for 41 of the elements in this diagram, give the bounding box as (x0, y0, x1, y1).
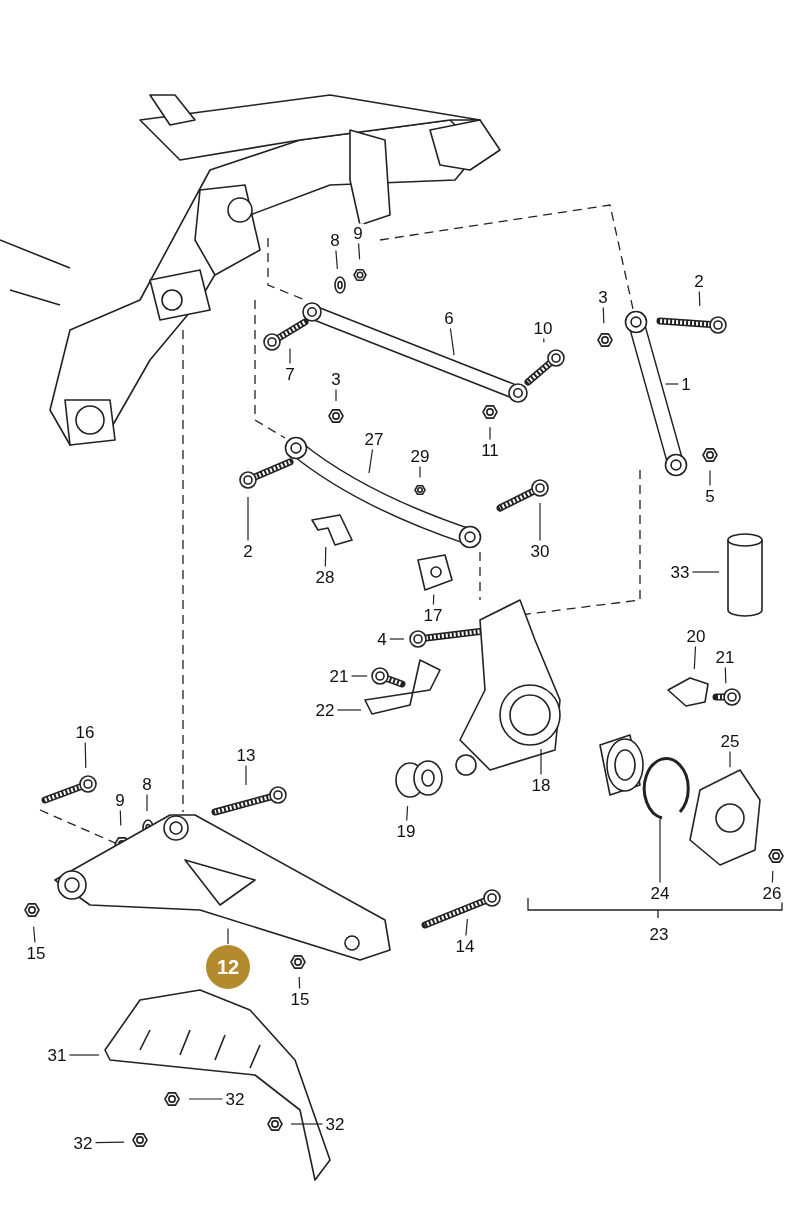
leader-line (68, 1054, 100, 1056)
leader-line (659, 818, 661, 884)
leader-line (664, 383, 679, 385)
leader-line (693, 645, 697, 670)
leader-line (289, 347, 291, 365)
leader-line (335, 388, 337, 402)
leader-line (94, 1141, 125, 1144)
leader-line (188, 1098, 224, 1100)
leader-line (539, 502, 541, 542)
leader-line (543, 337, 545, 343)
leader-line (709, 469, 711, 487)
leader-line (368, 448, 374, 474)
leader-line (602, 306, 605, 324)
leader-line (324, 546, 327, 568)
leader-line (389, 638, 405, 640)
leader-line (298, 976, 301, 990)
callout-badge: 12 (206, 945, 250, 989)
leader-line (419, 465, 421, 478)
leader-line (247, 496, 249, 542)
leader-line (691, 571, 720, 573)
leader-line (698, 290, 701, 307)
leader-line (358, 242, 361, 260)
leader-line (84, 741, 87, 769)
leader-line (540, 748, 542, 776)
leader-line (771, 870, 774, 884)
leader-line (33, 926, 36, 944)
leader-line (119, 809, 122, 827)
leader-line (336, 709, 362, 711)
leader-line (489, 426, 491, 441)
leader-line (465, 918, 468, 937)
leader-line (729, 750, 731, 768)
leader-line (146, 793, 148, 812)
leader-line (335, 249, 338, 270)
leader-line (350, 675, 368, 677)
leader-line (724, 666, 727, 684)
leader-line (245, 764, 247, 786)
leader-line (227, 928, 229, 945)
leader-line (449, 327, 455, 356)
leader-line (406, 805, 409, 822)
leader-line (290, 1123, 324, 1125)
leader-line (432, 593, 435, 606)
